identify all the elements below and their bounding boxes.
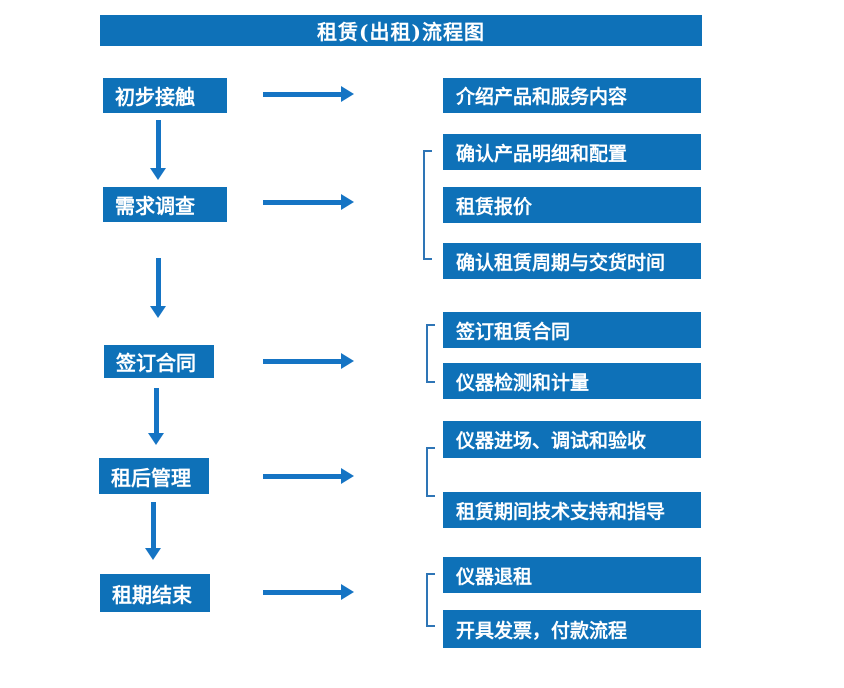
- bracket-group-sign-contract: [426, 324, 435, 383]
- output-box-instrument-return: 仪器退租: [443, 557, 701, 593]
- step-box-sign-contract: 签订合同: [104, 345, 214, 378]
- flowchart-title: 租赁(出租)流程图: [100, 15, 702, 46]
- output-box-technical-support-guidance: 租赁期间技术支持和指导: [443, 492, 701, 528]
- step-box-demand-survey: 需求调查: [103, 187, 227, 222]
- step-box-lease-end: 租期结束: [100, 574, 210, 612]
- bracket-group-lease-end: [426, 573, 435, 627]
- output-box-instrument-entry-debug-acceptance: 仪器进场、调试和验收: [443, 421, 701, 458]
- output-box-sign-rental-contract: 签订租赁合同: [443, 312, 701, 348]
- arrow-down-icon: [148, 388, 164, 445]
- output-box-instrument-testing-metering: 仪器检测和计量: [443, 363, 701, 399]
- arrow-down-icon: [150, 120, 166, 180]
- arrow-down-icon: [150, 258, 166, 318]
- output-box-introduce-products-services: 介绍产品和服务内容: [443, 78, 701, 113]
- output-box-invoice-payment-process: 开具发票，付款流程: [443, 610, 701, 648]
- step-box-post-rental-management: 租后管理: [99, 458, 209, 494]
- output-box-rental-quotation: 租赁报价: [443, 187, 701, 223]
- output-box-confirm-product-details: 确认产品明细和配置: [443, 134, 701, 170]
- step-box-initial-contact: 初步接触: [103, 78, 227, 113]
- bracket-group-post-rental: [426, 447, 435, 497]
- arrow-down-icon: [145, 502, 161, 560]
- bracket-group-demand-survey: [423, 150, 432, 260]
- output-box-confirm-rental-period-delivery: 确认租赁周期与交货时间: [443, 243, 701, 279]
